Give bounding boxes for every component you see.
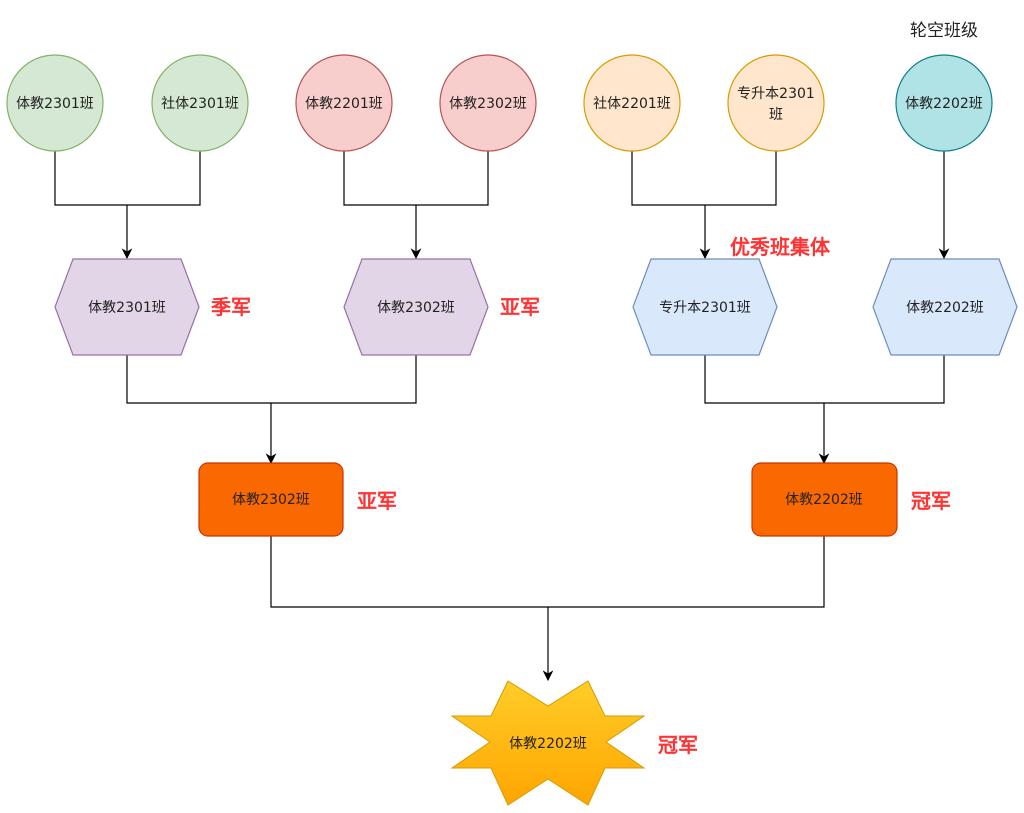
round1-nodes: 体教2301班 社体2301班 体教2201班 体教2302班 社体2201班 … xyxy=(6,54,993,152)
edge xyxy=(343,151,489,206)
award-label-excellent-class: 优秀班集体 xyxy=(730,235,831,259)
node-label: 专升本2301 xyxy=(737,86,815,102)
team-node-ti-jiao-2201[interactable]: 体教2201班 xyxy=(295,54,393,152)
award-label-champion-bracket: 冠军 xyxy=(911,489,951,513)
round3-node-ti-jiao-2302[interactable]: 体教2302班 xyxy=(198,462,344,537)
node-label: 社体2301班 xyxy=(161,96,239,112)
node-label: 体教2301班 xyxy=(88,300,166,316)
node-label: 社体2201班 xyxy=(593,96,671,112)
award-label-champion: 冠军 xyxy=(658,733,698,757)
round2-node-ti-jiao-2301[interactable]: 体教2301班 xyxy=(54,258,200,356)
edges-round3 xyxy=(270,536,825,682)
node-label: 体教2202班 xyxy=(509,736,587,752)
node-label: 体教2302班 xyxy=(377,300,455,316)
node-label: 体教2302班 xyxy=(232,492,310,508)
star-shape xyxy=(450,680,646,806)
team-node-ti-jiao-2301[interactable]: 体教2301班 xyxy=(6,54,104,152)
award-label-third-place: 季军 xyxy=(210,295,251,319)
team-node-ti-jiao-2202[interactable]: 体教2202班 xyxy=(895,54,993,152)
node-label: 体教2301班 xyxy=(16,96,94,112)
node-label-line2: 班 xyxy=(769,107,783,123)
round2-node-zhuan-sheng-ben-2301[interactable]: 专升本2301班 xyxy=(632,258,778,356)
team-node-zhuan-sheng-ben-2301[interactable]: 专升本2301 班 xyxy=(727,54,825,152)
node-label: 体教2202班 xyxy=(785,492,863,508)
edges-round1 xyxy=(54,151,950,260)
node-label: 体教2202班 xyxy=(905,96,983,112)
node-label: 体教2202班 xyxy=(906,300,984,316)
edge xyxy=(126,355,417,404)
round2-node-ti-jiao-2302[interactable]: 体教2302班 xyxy=(343,258,489,356)
edge xyxy=(704,355,945,404)
team-node-she-ti-2301[interactable]: 社体2301班 xyxy=(151,54,249,152)
team-node-she-ti-2201[interactable]: 社体2201班 xyxy=(583,54,681,152)
edge xyxy=(631,151,777,206)
final-node[interactable]: 体教2202班 xyxy=(450,680,646,806)
edge xyxy=(270,536,825,608)
round2-node-ti-jiao-2202[interactable]: 体教2202班 xyxy=(872,258,1018,356)
edge xyxy=(54,151,201,206)
node-label: 体教2302班 xyxy=(449,96,527,112)
bye-label: 轮空班级 xyxy=(910,21,978,41)
node-label: 体教2201班 xyxy=(305,96,383,112)
round3-node-ti-jiao-2202[interactable]: 体教2202班 xyxy=(751,462,898,537)
award-label-runner-up: 亚军 xyxy=(500,295,540,319)
round2-nodes: 体教2301班 季军 体教2302班 亚军 专升本2301班 优秀班集体 体教2… xyxy=(54,235,1018,356)
edges-round2 xyxy=(126,355,945,465)
round3-nodes: 体教2302班 亚军 体教2202班 冠军 xyxy=(198,462,951,537)
team-node-ti-jiao-2302[interactable]: 体教2302班 xyxy=(439,54,537,152)
award-label-runner-up-final: 亚军 xyxy=(357,489,397,513)
node-label: 专升本2301班 xyxy=(659,300,751,316)
